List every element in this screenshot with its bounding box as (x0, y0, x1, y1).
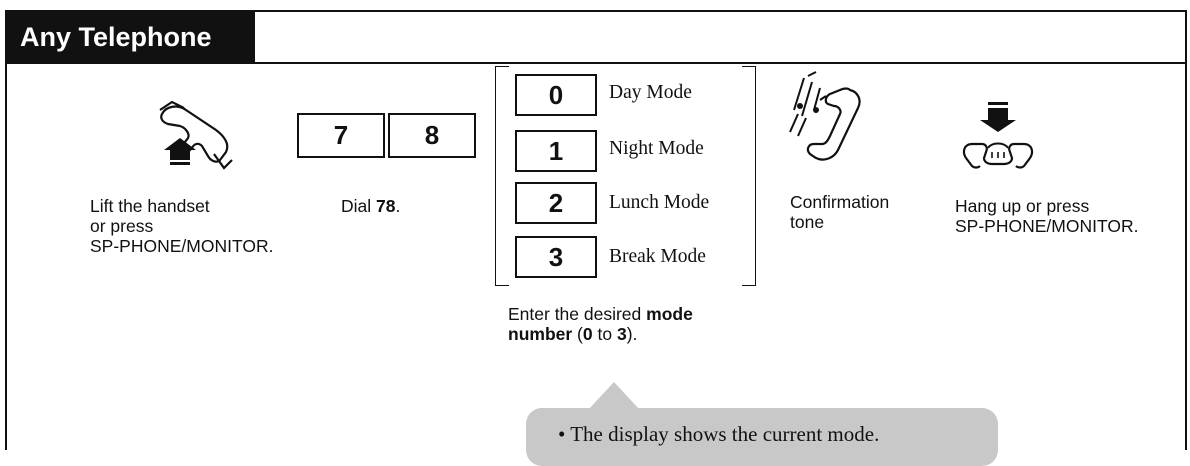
procedure-frame (5, 10, 1187, 450)
dial-key-8: 8 (388, 113, 476, 158)
hangup-caption-line1: Hang up or press (955, 196, 1090, 216)
mode-label-night: Night Mode (609, 138, 704, 159)
mode-key-0: 0 (515, 74, 597, 116)
mode-key-1: 1 (515, 130, 597, 172)
note-pointer (588, 382, 640, 410)
title-divider (5, 62, 1187, 64)
right-bracket (742, 66, 756, 286)
note-text: • The display shows the current mode. (558, 422, 880, 446)
confirmation-tone-icon (789, 71, 861, 161)
confirm-caption-line2: tone (790, 212, 825, 232)
mode-label-lunch: Lunch Mode (609, 192, 710, 213)
left-bracket (495, 66, 509, 286)
hangup-caption-line2: SP-PHONE/MONITOR. (955, 216, 1139, 236)
mode-caption: Enter the desired mode number (0 to 3). (508, 304, 693, 344)
mode-key-3: 3 (515, 236, 597, 278)
section-title: Any Telephone (5, 10, 255, 64)
lift-handset-icon (159, 100, 233, 170)
dial-key-7: 7 (297, 113, 385, 158)
note-bullet: • (558, 422, 566, 446)
dial-number: 78 (376, 196, 396, 216)
lift-caption-line1: Lift the handset (90, 196, 210, 216)
mode-label-break: Break Mode (609, 246, 706, 267)
mode-label-day: Day Mode (609, 82, 692, 103)
lift-caption-line3: SP-PHONE/MONITOR. (90, 236, 274, 256)
dial-caption: Dial 78. (341, 196, 401, 216)
hang-up-icon (962, 102, 1034, 169)
lift-caption-line2: or press (90, 216, 154, 236)
mode-key-2: 2 (515, 182, 597, 224)
confirm-caption-line1: Confirmation (790, 192, 890, 212)
